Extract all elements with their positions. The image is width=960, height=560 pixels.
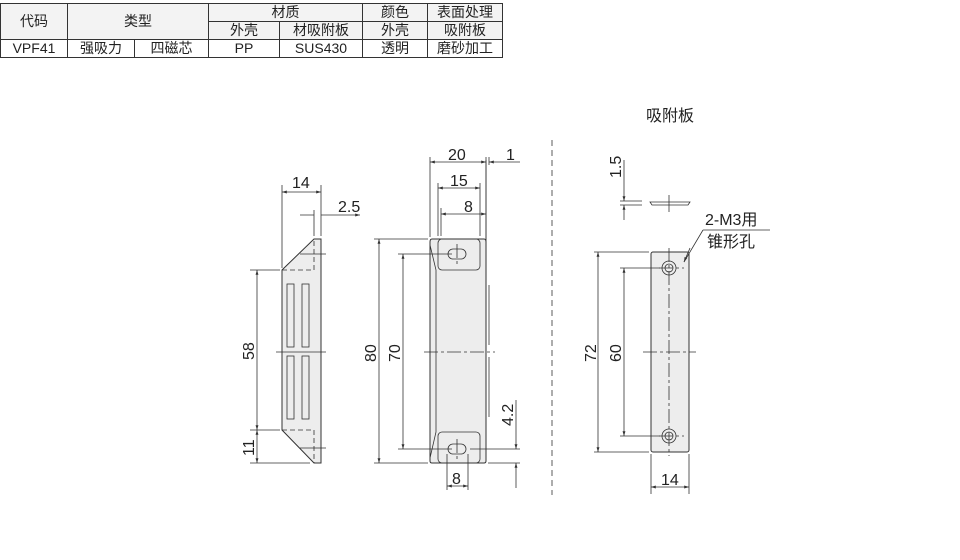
cell-plate: SUS430 [279, 39, 363, 58]
dim-front-pitch: 70 [387, 344, 404, 362]
table-row: VPF41 强吸力 四磁芯 PP SUS430 透明 磨砂加工 [0, 39, 503, 58]
side-view: 14 2.5 58 11 [241, 175, 360, 464]
dim-side-offset: 2.5 [338, 199, 360, 216]
dim-side-span: 58 [241, 342, 258, 360]
dim-front-length: 80 [363, 344, 380, 362]
cell-color: 透明 [362, 39, 428, 58]
cell-type2: 四磁芯 [134, 39, 209, 58]
dim-front-edge: 4.2 [500, 404, 517, 426]
cell-code: VPF41 [0, 39, 68, 58]
dim-front-slot-bottom: 8 [452, 471, 461, 488]
dim-front-width: 20 [448, 147, 466, 164]
header-color: 颜色 [362, 3, 428, 22]
header-shell: 外壳 [208, 21, 280, 40]
header-material: 材质 [208, 3, 363, 22]
header-code: 代码 [0, 3, 68, 40]
dim-plate-width: 14 [661, 472, 679, 489]
plate-note-thread: 2-M3用 [705, 212, 757, 229]
dim-front-inner: 15 [450, 173, 468, 190]
front-view: 20 1 15 8 80 70 4.2 8 [363, 147, 520, 490]
dim-plate-thick: 1.5 [608, 156, 625, 178]
dim-plate-thickness: 1 [506, 147, 515, 164]
plate-view: 吸附板 1.5 2-M3用 锥形孔 72 60 14 [583, 107, 770, 494]
header-surface-plate: 吸附板 [427, 21, 503, 40]
header-surface: 表面处理 [427, 3, 503, 22]
plate-note-countersink: 锥形孔 [707, 233, 755, 251]
spec-table: 代码 类型 材质 颜色 表面处理 外壳 材吸附板 外壳 吸附板 VPF41 强吸… [0, 3, 503, 58]
cell-surface: 磨砂加工 [427, 39, 503, 58]
dim-side-width: 14 [292, 175, 310, 192]
dim-plate-pitch: 60 [608, 344, 625, 362]
dim-front-slot: 8 [464, 199, 473, 216]
plate-view-title: 吸附板 [646, 107, 694, 125]
dim-plate-length: 72 [583, 344, 600, 362]
dim-side-end: 11 [241, 439, 258, 456]
cell-type1: 强吸力 [67, 39, 135, 58]
